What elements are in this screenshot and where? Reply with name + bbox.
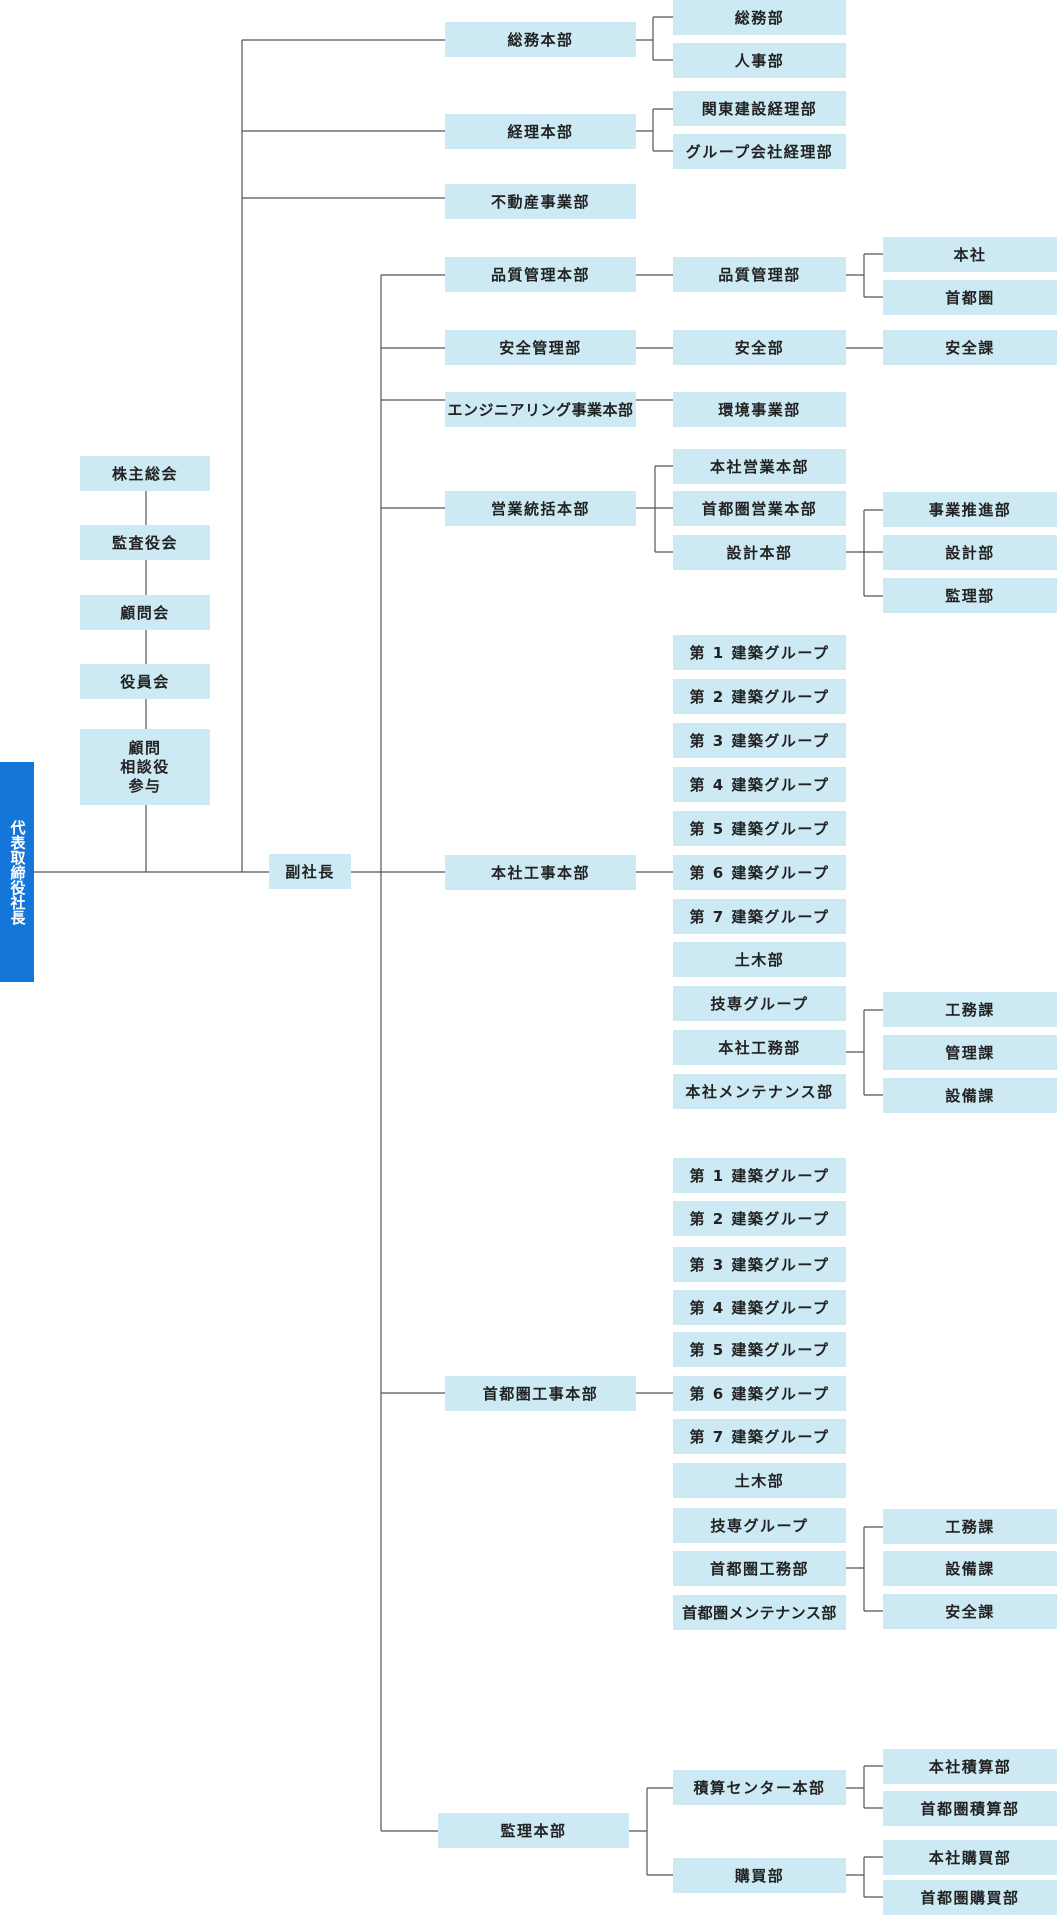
safety-section: 安全課 bbox=[883, 330, 1057, 365]
metro-group-4: 第 4 建築グループ bbox=[673, 1290, 846, 1325]
design-dept: 設計部 bbox=[883, 535, 1057, 570]
hq-tech-group: 技専グループ bbox=[673, 986, 846, 1021]
president-label: 代表取締役社長 bbox=[8, 819, 27, 925]
advisors-meeting-box: 顧問会 bbox=[80, 595, 210, 630]
metro-group-6: 第 6 建築グループ bbox=[673, 1376, 846, 1411]
hr-dept: 人事部 bbox=[673, 43, 846, 78]
metro-works-section: 工務課 bbox=[883, 1509, 1057, 1544]
sales-division: 営業統括本部 bbox=[445, 491, 636, 526]
group-accounting-dept: グループ会社経理部 bbox=[673, 134, 846, 169]
shareholders-meeting-box: 株主総会 bbox=[80, 456, 210, 491]
hq-purchasing-dept: 本社購買部 bbox=[883, 1840, 1057, 1875]
environment-dept: 環境事業部 bbox=[673, 392, 846, 427]
board-meeting-box: 役員会 bbox=[80, 664, 210, 699]
quality-dept: 品質管理部 bbox=[673, 257, 846, 292]
hq-group-1: 第 1 建築グループ bbox=[673, 635, 846, 670]
hq-civil-dept: 土木部 bbox=[673, 942, 846, 977]
hq-group-7: 第 7 建築グループ bbox=[673, 899, 846, 934]
metro-maintenance-dept: 首都圏メンテナンス部 bbox=[673, 1595, 846, 1630]
hq-group-5: 第 5 建築グループ bbox=[673, 811, 846, 846]
vice-president-box: 副社長 bbox=[269, 854, 351, 889]
engineering-division: エンジニアリング事業本部 bbox=[445, 392, 636, 427]
auditors-board-box: 監査役会 bbox=[80, 525, 210, 560]
hq-group-4: 第 4 建築グループ bbox=[673, 767, 846, 802]
hq-works-dept: 本社工務部 bbox=[673, 1030, 846, 1065]
hq-construction-division: 本社工事本部 bbox=[445, 855, 636, 890]
design-division-dept: 設計本部 bbox=[673, 535, 846, 570]
supervision-division: 監理本部 bbox=[438, 1813, 629, 1848]
real-estate-division: 不動産事業部 bbox=[445, 184, 636, 219]
hq-group-2: 第 2 建築グループ bbox=[673, 679, 846, 714]
metro-group-2: 第 2 建築グループ bbox=[673, 1201, 846, 1236]
metro-group-3: 第 3 建築グループ bbox=[673, 1247, 846, 1282]
quality-metro: 首都圏 bbox=[883, 280, 1057, 315]
purchasing-dept: 購買部 bbox=[673, 1858, 846, 1893]
metro-tech-group: 技専グループ bbox=[673, 1508, 846, 1543]
business-promotion-dept: 事業推進部 bbox=[883, 492, 1057, 527]
safety-dept: 安全部 bbox=[673, 330, 846, 365]
hq-group-6: 第 6 建築グループ bbox=[673, 855, 846, 890]
metro-works-dept: 首都圏工務部 bbox=[673, 1551, 846, 1586]
kanto-accounting-dept: 関東建設経理部 bbox=[673, 91, 846, 126]
hq-management-section: 管理課 bbox=[883, 1035, 1057, 1070]
hq-sales-dept: 本社営業本部 bbox=[673, 449, 846, 484]
safety-division: 安全管理部 bbox=[445, 330, 636, 365]
hq-maintenance-dept: 本社メンテナンス部 bbox=[673, 1074, 846, 1109]
metro-construction-division: 首都圏工事本部 bbox=[445, 1376, 636, 1411]
accounting-division: 経理本部 bbox=[445, 114, 636, 149]
hq-estimation-dept: 本社積算部 bbox=[883, 1749, 1057, 1784]
estimation-center: 積算センター本部 bbox=[673, 1770, 846, 1805]
general-affairs-division: 総務本部 bbox=[445, 22, 636, 57]
hq-facilities-section: 設備課 bbox=[883, 1078, 1057, 1113]
metro-group-5: 第 5 建築グループ bbox=[673, 1332, 846, 1367]
metro-group-1: 第 1 建築グループ bbox=[673, 1158, 846, 1193]
advisors-box: 顧問 相談役 参与 bbox=[80, 729, 210, 805]
general-affairs-dept: 総務部 bbox=[673, 0, 846, 35]
metro-estimation-dept: 首都圏積算部 bbox=[883, 1791, 1057, 1826]
metro-civil-dept: 土木部 bbox=[673, 1463, 846, 1498]
metro-facilities-section: 設備課 bbox=[883, 1551, 1057, 1586]
metro-safety-section: 安全課 bbox=[883, 1594, 1057, 1629]
hq-works-section: 工務課 bbox=[883, 992, 1057, 1027]
quality-hq: 本社 bbox=[883, 237, 1057, 272]
quality-division: 品質管理本部 bbox=[445, 257, 636, 292]
supervision-dept: 監理部 bbox=[883, 578, 1057, 613]
metro-sales-dept: 首都圏営業本部 bbox=[673, 491, 846, 526]
hq-group-3: 第 3 建築グループ bbox=[673, 723, 846, 758]
metro-purchasing-dept: 首都圏購買部 bbox=[883, 1880, 1057, 1915]
metro-group-7: 第 7 建築グループ bbox=[673, 1419, 846, 1454]
president-box: 代表取締役社長 bbox=[0, 762, 34, 982]
